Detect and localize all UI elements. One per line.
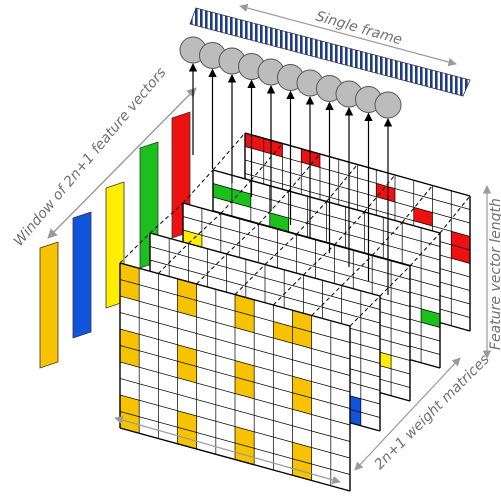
weight-cell [235,377,255,399]
dashed-connector [272,274,304,306]
weight-cell [273,321,293,344]
dashed-connector [264,234,297,265]
grid-line [212,196,441,261]
dashed-connector [149,202,184,234]
dashed-connector [157,243,189,274]
grid-line [119,312,351,376]
weight-cell [451,231,470,250]
feature-length-label: Feature vector length [488,198,501,350]
dashed-connector [220,180,252,214]
dashed-connector [196,253,228,285]
weight-cell [120,263,140,285]
grid-line [182,229,411,294]
weight-cell [269,212,289,232]
weight-cell [177,295,197,317]
weight-cell [213,183,232,203]
dashed-connector [363,174,396,213]
grid-line [119,345,351,409]
feature-vector-blue [72,211,92,339]
dashed-connector [258,190,290,225]
weight-cell [413,207,433,226]
dashed-connector [371,222,403,256]
dashed-connector [119,232,151,264]
weight-cell [177,361,197,383]
grid-line [244,159,471,224]
hidden-width-arrow [114,416,341,484]
feature-vector-gold [39,241,59,369]
weight-cell [235,360,255,383]
grid-line [119,361,351,426]
weight-cell [292,310,312,332]
grid-line [119,295,351,360]
single-frame-arrow [239,3,457,67]
weight-cell [292,376,312,398]
grid-line [149,259,381,324]
dashed-connector [182,169,214,204]
weight-cell [301,148,320,168]
dashed-connector [250,143,283,181]
window-bracket-arrow [47,87,197,239]
dashed-connector [187,213,222,244]
grid-line [212,183,441,247]
weight-cell [245,133,264,152]
grid-line [149,246,381,310]
dashed-connector [288,153,321,192]
grid-line [244,132,471,197]
weight-cell [177,278,197,301]
dashed-connector [349,295,381,327]
grid-line [119,279,351,343]
dashed-connector [296,201,327,235]
weight-cell [120,395,140,417]
dashed-connector [212,132,246,171]
grid-line [244,146,471,210]
weight-cell [263,138,283,157]
weight-cell [231,188,251,208]
dashed-connector [379,265,411,297]
output-neuron [374,91,402,119]
weight-cell [292,326,312,349]
grid-line [244,173,471,237]
dashed-connector [311,285,343,316]
weight-cell [120,279,140,302]
dashed-connector [341,255,373,286]
grid-line [182,216,411,280]
grid-line [119,328,351,393]
weight-cell [451,244,470,264]
dashed-connector [326,164,358,202]
dashed-connector [409,232,441,267]
dashed-connector [439,195,471,234]
weight-cell [177,344,197,367]
grid-line [212,210,441,274]
dashed-connector [234,264,266,295]
weight-cell [235,294,255,317]
dashed-connector [226,223,260,255]
weight-cell [292,392,312,415]
weight-cell [376,183,395,202]
weight-cell [120,329,140,351]
weight-cell [235,311,255,333]
dashed-connector [401,185,433,223]
weight-matrices-arrow [354,357,461,471]
weight-cell [421,308,440,328]
weight-cell [120,345,140,368]
